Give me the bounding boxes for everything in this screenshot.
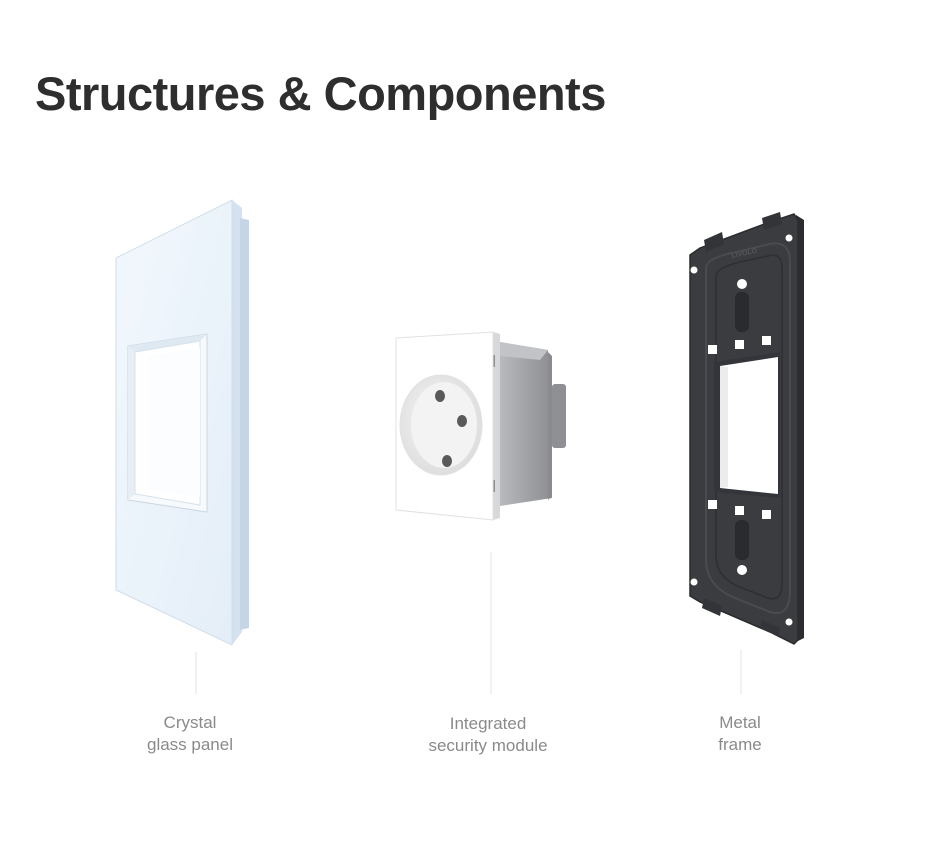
caption-frame-line2: frame: [718, 735, 762, 754]
metal-frame-image: LIVOLO: [689, 212, 804, 645]
caption-glass-panel: Crystal glass panel: [110, 712, 270, 756]
caption-security-module: Integrated security module: [398, 713, 578, 757]
caption-glass-line1: Crystal: [163, 713, 217, 732]
caption-module-line2: security module: [428, 736, 548, 755]
glass-panel-image: [115, 199, 249, 646]
security-module-image: [395, 331, 566, 521]
page-title: Structures & Components: [35, 67, 606, 120]
caption-module-line1: Integrated: [449, 714, 527, 733]
caption-frame-line1: Metal: [719, 713, 761, 732]
caption-metal-frame: Metal frame: [680, 712, 800, 756]
caption-glass-line2: glass panel: [146, 735, 233, 754]
